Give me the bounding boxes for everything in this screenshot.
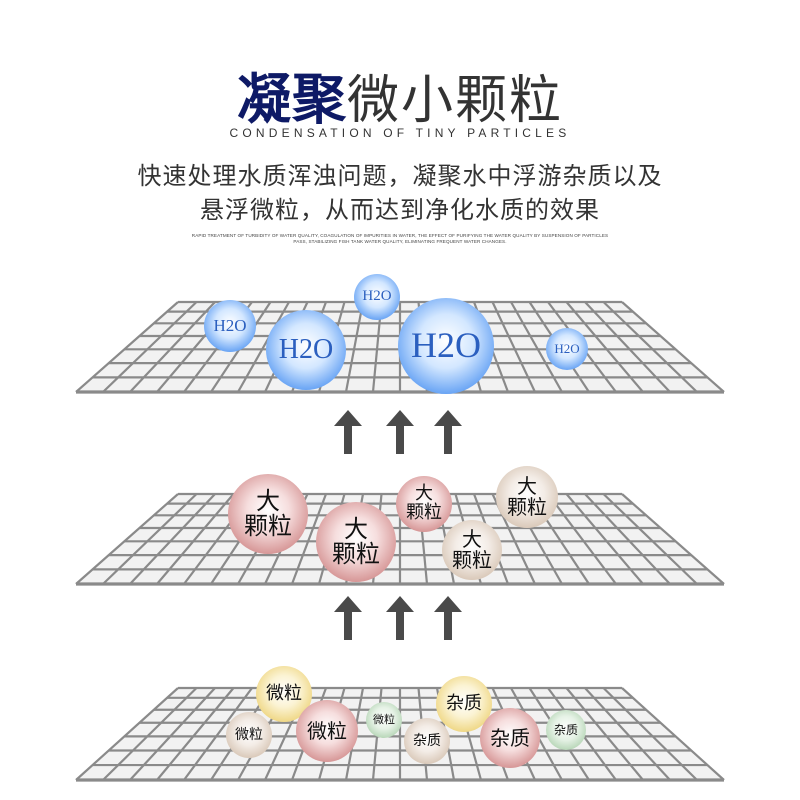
h2o-particle: H2O [266,310,346,390]
micro-particle: 微粒 [366,702,402,738]
large-particle: 大颗粒 [396,476,452,532]
title-light: 微小颗粒 [346,71,563,131]
fine-print-line-2: PASS, STABILIZING FISH TANK WATER QUALIT… [293,239,507,244]
h2o-particle: H2O [354,274,400,320]
fine-print-line-1: RAPID TREATMENT OF TURBIDITY OF WATER QU… [191,233,609,238]
subtitle-english: CONDENSATION OF TINY PARTICLES [229,126,571,140]
description-line-1: 快速处理水质浑浊问题，凝聚水中浮游杂质以及 [137,162,663,190]
arrow-up-icon [334,596,362,640]
page-title: 凝聚微小颗粒 [0,55,800,134]
impurity-particle: 杂质 [404,718,450,764]
large-particle: 大颗粒 [442,520,502,580]
description-line-2: 悬浮微粒，从而达到净化水质的效果 [200,196,600,224]
impurity-particle: 杂质 [480,708,540,768]
large-particle: 大颗粒 [496,466,558,528]
arrow-up-icon [386,596,414,640]
bottom-filter-grid [75,686,725,782]
arrow-up-icon [434,596,462,640]
arrow-up-icon [434,410,462,454]
h2o-particle: H2O [204,300,256,352]
arrow-up-icon [334,410,362,454]
h2o-particle: H2O [546,328,588,370]
micro-particle: 微粒 [296,700,358,762]
impurity-particle: 杂质 [546,710,586,750]
h2o-particle: H2O [398,298,494,394]
title-bold: 凝聚 [236,68,347,131]
arrow-up-icon [386,410,414,454]
large-particle: 大颗粒 [228,474,308,554]
large-particle: 大颗粒 [316,502,396,582]
micro-particle: 微粒 [226,712,272,758]
